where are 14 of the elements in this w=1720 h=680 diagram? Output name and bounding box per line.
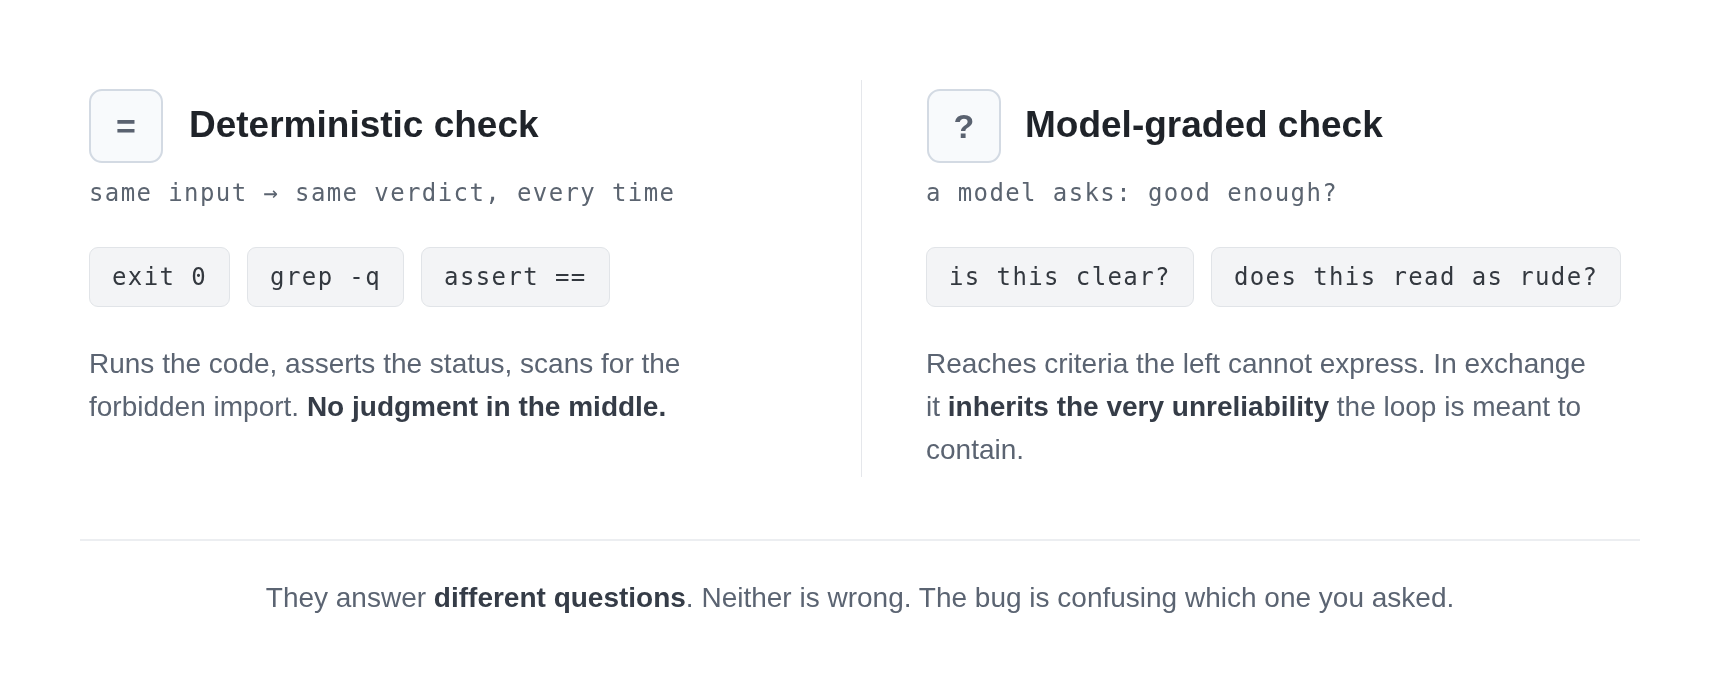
tagline: a model asks: good enough?	[926, 178, 1339, 208]
code-chip: exit 0	[89, 247, 231, 307]
code-chip: assert ==	[421, 247, 610, 307]
description: Reaches criteria the left cannot express. In exchange it inherits the very unreliability the loop is meant to contain.	[926, 347, 1587, 467]
code-chip: does this read as rude?	[1210, 247, 1622, 307]
code-chip: is this clear?	[926, 247, 1194, 307]
symbol-tile: =	[89, 89, 163, 163]
summary-text: They answer different questions. Neither is wrong. The bug is confusing which one you asked.	[265, 581, 1455, 615]
description: Runs the code, asserts the status, scans for the forbidden import. No judgment in the middle.	[89, 347, 682, 424]
code-chip: grep -q	[247, 247, 405, 307]
symbol-tile: ?	[927, 89, 1001, 163]
tagline: same input → same verdict, every time	[89, 178, 676, 208]
column-heading: Model-graded check	[1025, 104, 1383, 146]
column-heading: Deterministic check	[189, 104, 539, 146]
